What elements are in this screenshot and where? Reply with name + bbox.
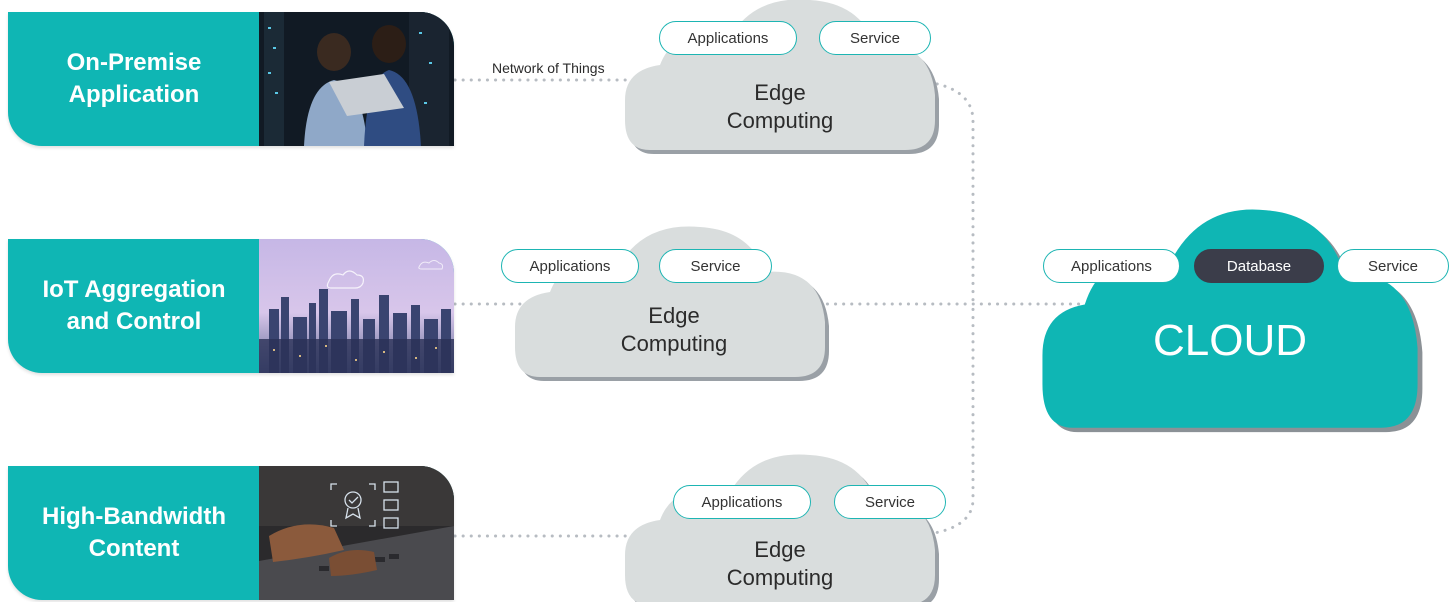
network-of-things-label: Network of Things — [492, 60, 605, 76]
cloud-title: CLOUD — [1152, 316, 1308, 365]
edge-1-title: Edge Computing — [726, 80, 834, 133]
cloud-database-pill: Database — [1194, 249, 1324, 283]
edge-3-service-pill: Service — [834, 485, 946, 519]
source-label: On-Premise Application — [66, 49, 202, 108]
edge-3-title: Edge Computing — [726, 537, 834, 590]
edge-2-title: Edge Computing — [620, 303, 728, 356]
source-label: IoT Aggregation and Control — [42, 276, 226, 335]
source-card-bandwidth: High-Bandwidth Content — [8, 466, 454, 600]
edge-1-applications-pill: Applications — [659, 21, 797, 55]
cloud-applications-pill: Applications — [1043, 249, 1180, 283]
edge-3-applications-pill: Applications — [673, 485, 811, 519]
cloud-service-pill: Service — [1337, 249, 1449, 283]
edge-2-applications-pill: Applications — [501, 249, 639, 283]
connector-edge-bottom-to-trunk — [903, 302, 975, 538]
source-card-iot: IoT Aggregation and Control — [8, 239, 454, 373]
source-label: High-Bandwidth Content — [42, 503, 226, 562]
connector-edge-top-to-trunk — [903, 78, 975, 302]
edge-2-service-pill: Service — [659, 249, 772, 283]
edge-1-service-pill: Service — [819, 21, 931, 55]
source-card-on-premise: On-Premise Application — [8, 12, 454, 146]
datacenter-photo — [259, 12, 454, 146]
city-skyline-photo — [259, 239, 454, 373]
laptop-photo — [259, 466, 454, 600]
